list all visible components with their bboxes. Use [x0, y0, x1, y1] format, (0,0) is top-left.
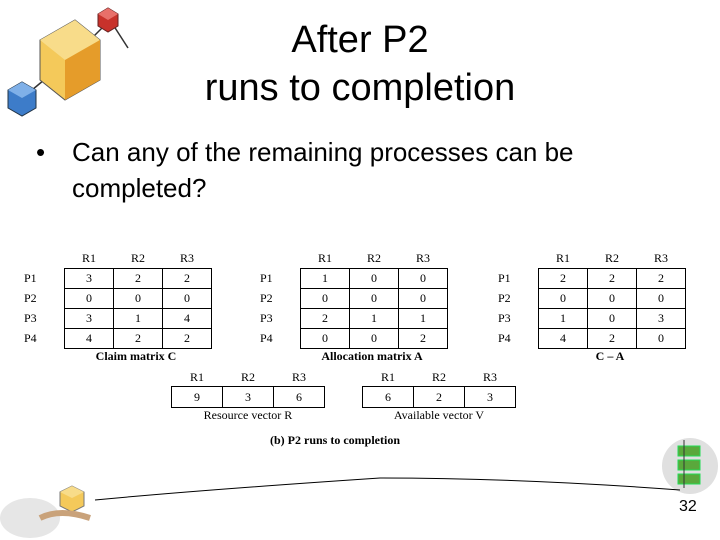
- matrix-cell: 2: [113, 328, 163, 349]
- matrix-cell: 4: [538, 328, 588, 349]
- vector-cell: 9: [171, 386, 223, 408]
- col-header: R2: [222, 368, 274, 387]
- matrix-cell: 0: [398, 268, 448, 289]
- matrix-caption: Claim matrix C: [95, 349, 177, 363]
- matrix-cell: 0: [636, 328, 686, 349]
- vector-caption: Resource vector R: [203, 408, 293, 422]
- matrix-cell: 0: [300, 288, 350, 309]
- col-header: R1: [171, 368, 223, 387]
- col-header: R1: [538, 249, 588, 269]
- matrix-cell: 0: [64, 288, 114, 309]
- matrix-cell: 2: [538, 268, 588, 289]
- clipart-boxes-icon: [7, 7, 129, 117]
- col-header: R2: [113, 249, 163, 269]
- col-header: R3: [162, 249, 212, 269]
- row-label: P2: [498, 291, 511, 305]
- row-label: P4: [24, 331, 37, 345]
- matrix-cell: 1: [300, 268, 350, 289]
- matrix-cell: 0: [538, 288, 588, 309]
- bullet-dot: •: [36, 137, 46, 167]
- matrix-cell: 2: [113, 268, 163, 289]
- matrix-cell: 0: [349, 288, 399, 309]
- row-label: P3: [24, 311, 37, 325]
- resource-vector: R1 R2 R3 9 3 6 Resource vector R: [171, 368, 325, 423]
- matrix-cell: 0: [398, 288, 448, 309]
- figure-caption: (b) P2 runs to completion: [270, 433, 400, 447]
- slide-title: After P2 runs to completion: [150, 16, 570, 112]
- matrix-cell: 2: [162, 268, 212, 289]
- allocation-matrix: R1 R2 R3 P1 1 0 0 P2 0 0 0 P3 2 1 1 P4 0…: [256, 249, 448, 364]
- matrix-cell: 4: [162, 308, 212, 329]
- matrix-cell: 4: [64, 328, 114, 349]
- matrix-cell: 1: [113, 308, 163, 329]
- col-header: R3: [398, 249, 448, 269]
- matrix-caption: C – A: [595, 349, 625, 363]
- row-label: P4: [498, 331, 511, 345]
- matrix-cell: 0: [113, 288, 163, 309]
- row-label: P3: [260, 311, 273, 325]
- vector-caption: Available vector V: [393, 408, 485, 422]
- vector-cell: 3: [222, 386, 274, 408]
- matrix-cell: 0: [349, 328, 399, 349]
- vector-cell: 6: [362, 386, 414, 408]
- available-vector: R1 R2 R3 6 2 3 Available vector V: [362, 368, 516, 423]
- matrix-cell: 0: [300, 328, 350, 349]
- col-header: R2: [587, 249, 637, 269]
- title-line-2: runs to completion: [204, 67, 516, 109]
- col-header: R3: [464, 368, 516, 387]
- vector-cell: 6: [273, 386, 325, 408]
- claim-matrix: R1 R2 R3 P1 3 2 2 P2 0 0 0 P3 3 1 4 P4 4…: [20, 249, 212, 364]
- matrix-cell: 1: [538, 308, 588, 329]
- bullet-item: • Can any of the remaining processes can…: [36, 134, 676, 206]
- page-number: 32: [679, 498, 697, 515]
- row-label: P2: [24, 291, 37, 305]
- clipart-hand-box-icon: [0, 485, 91, 538]
- col-header: R3: [273, 368, 325, 387]
- matrix-cell: 2: [587, 328, 637, 349]
- matrix-cell: 2: [587, 268, 637, 289]
- row-label: P2: [260, 291, 273, 305]
- matrix-cell: 2: [636, 268, 686, 289]
- matrix-cell: 2: [398, 328, 448, 349]
- matrix-cell: 2: [300, 308, 350, 329]
- col-header: R1: [362, 368, 414, 387]
- row-label: P3: [498, 311, 511, 325]
- row-label: P1: [24, 271, 37, 285]
- matrix-cell: 1: [349, 308, 399, 329]
- matrix-cell: 0: [587, 308, 637, 329]
- need-matrix: R1 R2 R3 P1 2 2 2 P2 0 0 0 P3 1 0 3 P4 4…: [494, 249, 686, 364]
- row-label: P4: [260, 331, 273, 345]
- matrix-cell: 1: [398, 308, 448, 329]
- matrix-cell: 2: [162, 328, 212, 349]
- col-header: R2: [349, 249, 399, 269]
- matrix-cell: 0: [636, 288, 686, 309]
- col-header: R3: [636, 249, 686, 269]
- matrix-cell: 3: [64, 308, 114, 329]
- title-line-1: After P2: [291, 19, 429, 61]
- row-label: P1: [498, 271, 511, 285]
- col-header: R1: [64, 249, 114, 269]
- matrix-cell: 0: [349, 268, 399, 289]
- vector-cell: 3: [464, 386, 516, 408]
- matrix-cell: 3: [64, 268, 114, 289]
- matrix-cell: 3: [636, 308, 686, 329]
- vector-cell: 2: [413, 386, 465, 408]
- matrix-cell: 0: [587, 288, 637, 309]
- row-label: P1: [260, 271, 273, 285]
- col-header: R2: [413, 368, 465, 387]
- clipart-green-stack-icon: [662, 438, 718, 494]
- matrix-cell: 0: [162, 288, 212, 309]
- col-header: R1: [300, 249, 350, 269]
- bullet-text: Can any of the remaining processes can b…: [72, 137, 574, 203]
- matrix-caption: Allocation matrix A: [321, 349, 423, 363]
